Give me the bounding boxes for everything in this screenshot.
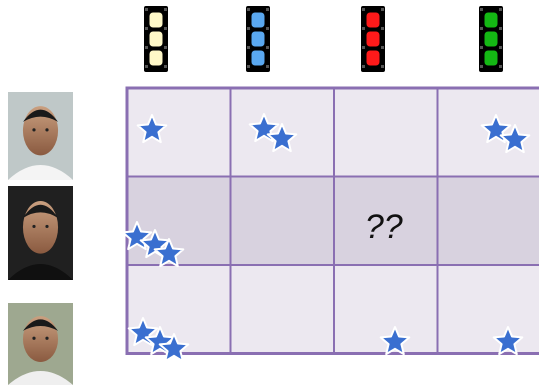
matrix-cell-r2-c4 [438, 177, 539, 266]
matrix-cell-r3-c2 [231, 265, 335, 354]
person-3-photo-icon [8, 303, 73, 385]
green-film-strip-icon [479, 6, 503, 72]
matrix-cell-r3-c4 [438, 265, 539, 354]
red-film-strip-icon [361, 6, 385, 72]
person-2-photo-icon [8, 186, 73, 280]
matrix-cell-r1-c3 [334, 88, 438, 177]
cream-film-strip-icon [144, 6, 168, 72]
matrix-cell-r1-c1 [127, 88, 231, 177]
matrix-cell-r2-c2 [231, 177, 335, 266]
person-1-photo-icon [8, 92, 73, 180]
blue-film-strip-icon [246, 6, 270, 72]
unknown-rating-label: ?? [365, 208, 403, 246]
